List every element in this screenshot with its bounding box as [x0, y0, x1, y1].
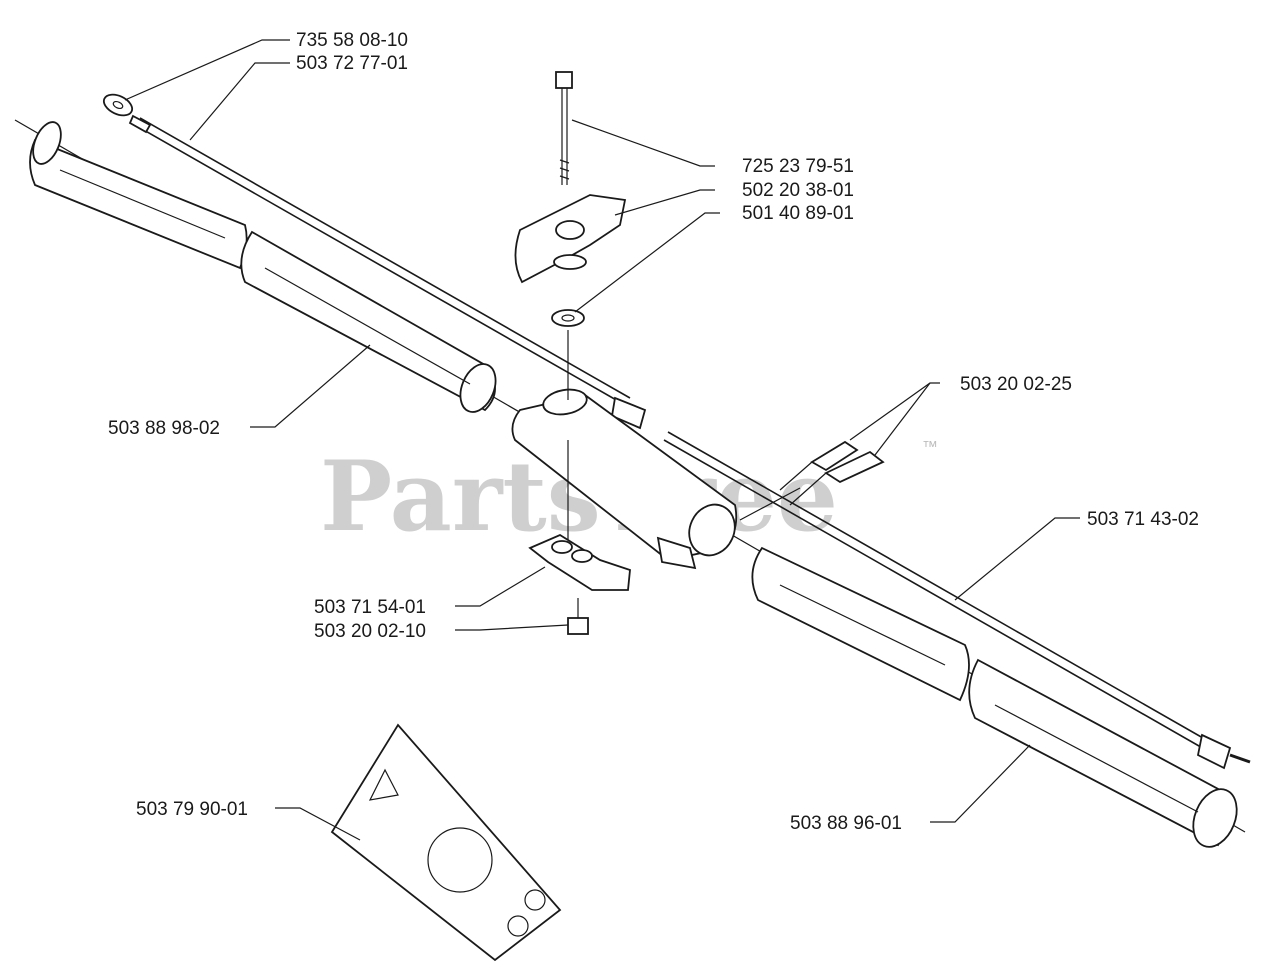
washer[interactable] [551, 309, 585, 327]
label-bracket-screw[interactable]: 503 20 02-10 [314, 621, 426, 642]
washer-top[interactable] [101, 91, 136, 120]
label-lower-tube[interactable]: 503 88 96-01 [790, 813, 902, 834]
leader-lines [124, 39, 1080, 841]
label-wing-knob[interactable]: 502 20 38-01 [742, 180, 854, 201]
bracket-screw[interactable] [567, 598, 589, 635]
label-bolt[interactable]: 725 23 79-51 [742, 156, 854, 177]
label-washer[interactable]: 501 40 89-01 [742, 203, 854, 224]
label-bracket[interactable]: 503 71 54-01 [314, 597, 426, 618]
upper-tube[interactable] [28, 118, 503, 417]
lower-tube[interactable] [751, 546, 1244, 853]
label-lower-shaft[interactable]: 503 71 43-02 [1087, 509, 1199, 530]
label-decal[interactable]: 503 79 90-01 [136, 799, 248, 820]
label-screws[interactable]: 503 20 02-25 [960, 374, 1072, 395]
label-washer-top[interactable]: 735 58 08-10 [296, 30, 408, 51]
drive-shaft[interactable] [128, 114, 647, 430]
decal[interactable] [330, 723, 562, 962]
label-upper-tube[interactable]: 503 88 98-02 [108, 418, 220, 439]
lower-shaft[interactable] [663, 431, 1251, 770]
wing-knob[interactable] [514, 194, 627, 284]
watermark-trademark: ™ [922, 439, 938, 456]
bracket[interactable] [528, 533, 631, 591]
clamp-housing[interactable] [511, 386, 743, 570]
screws[interactable] [739, 440, 885, 521]
washer-hole [561, 314, 575, 322]
label-drive-shaft[interactable]: 503 72 77-01 [296, 53, 408, 74]
washer-top-hole [112, 100, 124, 110]
bolt[interactable] [555, 71, 573, 185]
